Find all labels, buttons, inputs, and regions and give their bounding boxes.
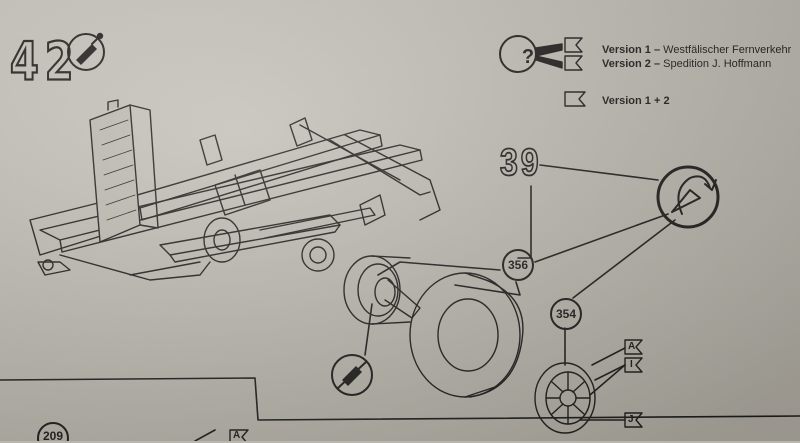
hub-cap (534, 362, 596, 434)
version-2-label: Version 2 – (602, 58, 661, 70)
flag-j-label: J (628, 414, 634, 425)
radiator (89, 99, 159, 243)
part-209-label: 209 (42, 429, 64, 443)
chassis-frame (29, 124, 441, 281)
rotate-arrow-icon (656, 165, 720, 229)
tire (409, 272, 524, 398)
version-1-2-line: Version 1 + 2 (602, 95, 670, 107)
question-icon (499, 35, 563, 73)
leader-lines (364, 164, 676, 421)
panel-border (0, 377, 800, 441)
flag-a-bottom-label: A (233, 430, 241, 441)
part-354-label: 354 (555, 307, 577, 321)
hub-flags (229, 339, 643, 441)
version-2-line: Version 2 – Spedition J. Hoffmann (602, 58, 771, 71)
question-mark: ? (521, 46, 535, 68)
version-2-text: Spedition J. Hoffmann (663, 58, 772, 70)
part-356-label: 356 (507, 258, 529, 272)
part-callouts (37, 249, 582, 441)
version-1-line: Version 1 – Westfälischer Fernverkehr (602, 44, 791, 57)
no-glue-icon (331, 354, 373, 396)
version-flag-icon (564, 37, 586, 107)
flag-a-label: A (628, 341, 636, 352)
substep-number: 39 (499, 139, 542, 184)
version-1-text: Westfälischer Fernverkehr (663, 44, 792, 56)
leaf-spring (159, 117, 386, 272)
step-number: 42 (9, 29, 80, 93)
wheel-rim (343, 255, 421, 325)
flag-i-label: I (630, 359, 633, 370)
version-1-label: Version 1 – (602, 44, 661, 56)
glue-icon (67, 32, 105, 71)
